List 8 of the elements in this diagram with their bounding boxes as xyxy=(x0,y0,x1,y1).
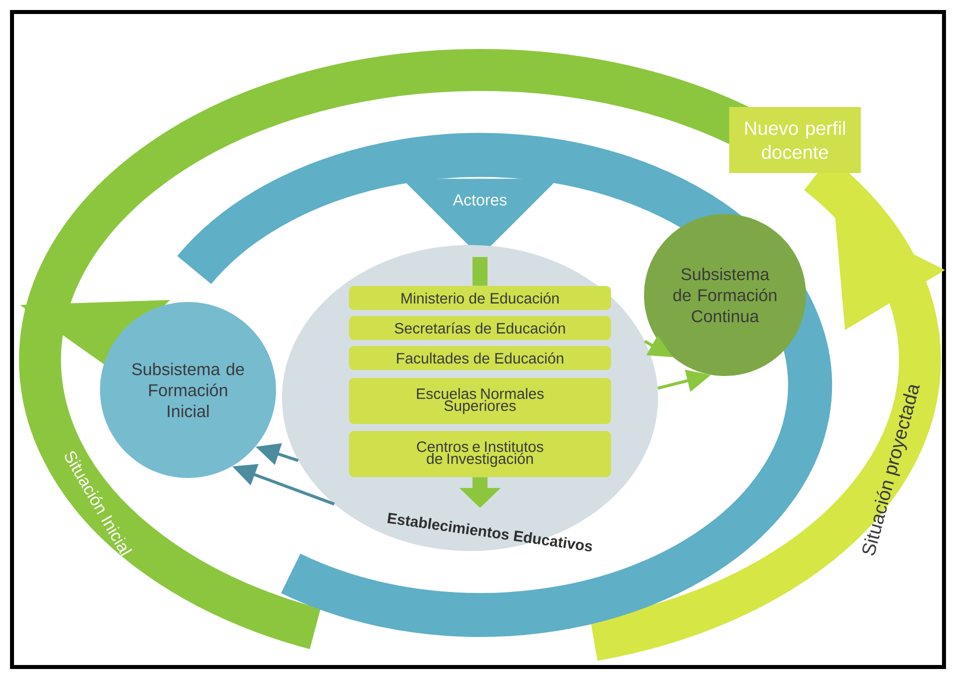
actor-triangle: Actores xyxy=(402,178,558,257)
node-label: Actores xyxy=(452,194,507,206)
actor-box: Facultades de Educación xyxy=(349,346,611,370)
profile-box: Nuevo perfil docente xyxy=(729,107,861,173)
actor-box: Escuelas Normales Superiores xyxy=(349,378,611,424)
actor-box: Secretarías de Educación xyxy=(349,316,611,340)
actor-box: Ministerio de Educación xyxy=(349,286,611,310)
actor-box: Centros e Institutos de Investigación xyxy=(349,431,611,477)
